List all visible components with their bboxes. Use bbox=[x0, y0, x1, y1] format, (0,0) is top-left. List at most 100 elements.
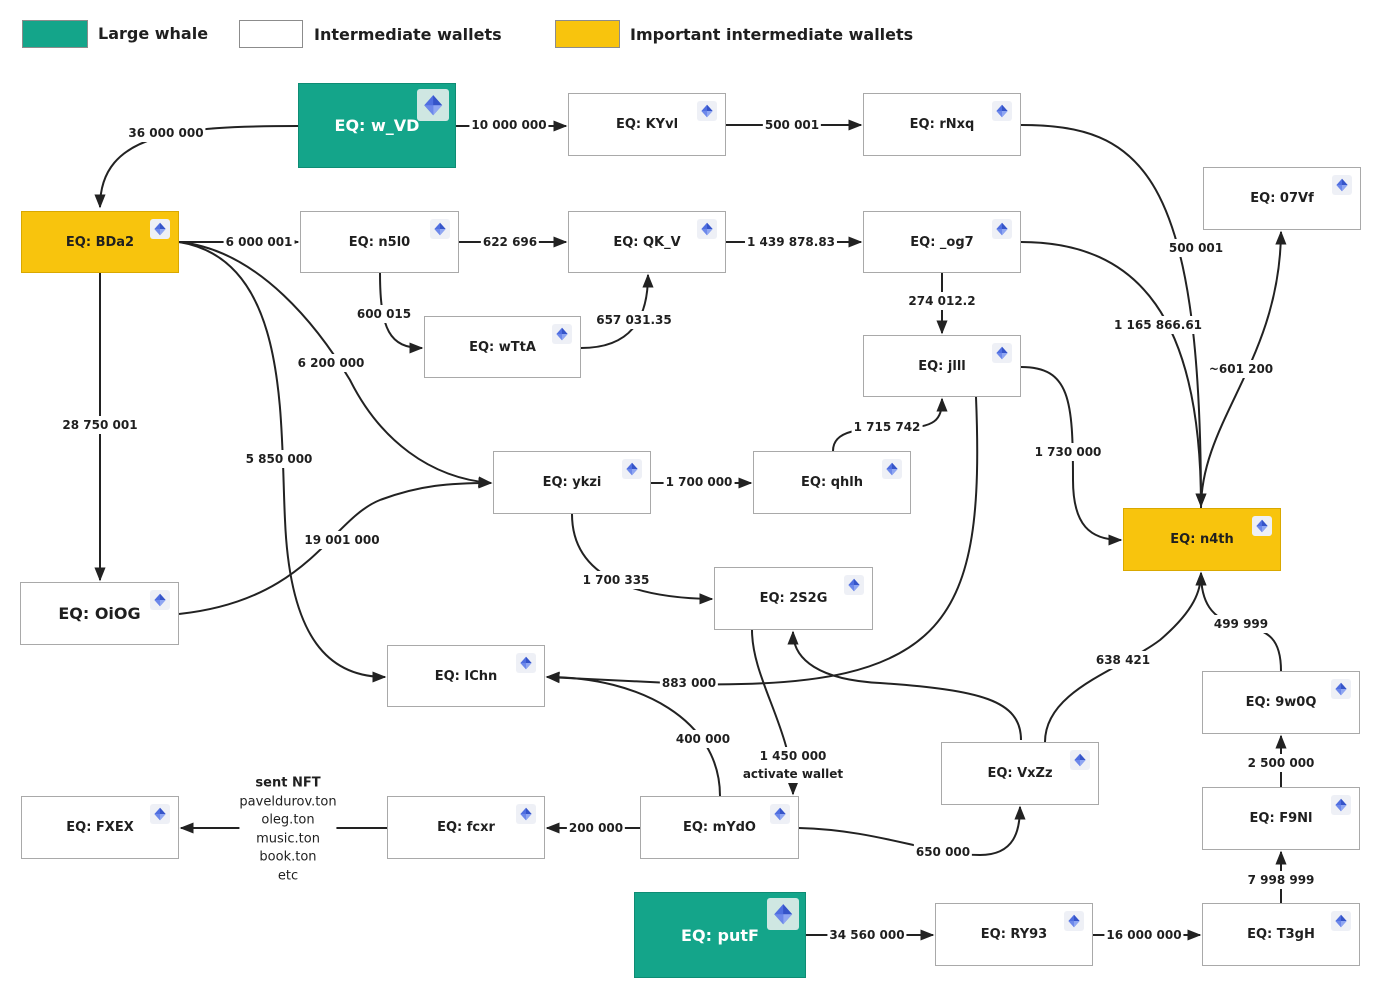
node-label: EQ: n5l0 bbox=[348, 234, 411, 250]
wallet-node-VxZz[interactable]: EQ: VxZz bbox=[941, 742, 1099, 805]
ton-diamond-icon bbox=[882, 459, 902, 479]
wallet-node-mYdO[interactable]: EQ: mYdO bbox=[640, 796, 799, 859]
nft-note-item: book.ton bbox=[259, 849, 317, 865]
node-label: EQ: IChn bbox=[434, 668, 498, 684]
wallet-node-T3gH[interactable]: EQ: T3gH bbox=[1202, 903, 1360, 966]
edge-label-n4th-to-07Vf: ~601 200 bbox=[1206, 360, 1276, 378]
edge-VxZz-to-2S2G bbox=[787, 630, 1022, 741]
wallet-node-KYvl[interactable]: EQ: KYvl bbox=[568, 93, 726, 156]
wallet-node-RY93[interactable]: EQ: RY93 bbox=[935, 903, 1093, 966]
edge-label-T3gH-to-F9Nl: 7 998 999 bbox=[1245, 871, 1317, 889]
wallet-node-2S2G[interactable]: EQ: 2S2G bbox=[714, 567, 873, 630]
edge-OiOG-to-ykzi bbox=[178, 477, 493, 615]
node-label: EQ: qhlh bbox=[801, 475, 863, 490]
wallet-node-n4th[interactable]: EQ: n4th bbox=[1123, 508, 1281, 571]
node-label: EQ: QK_V bbox=[613, 234, 681, 250]
legend-swatch-intermediate bbox=[239, 20, 303, 48]
wallet-node-07Vf[interactable]: EQ: 07Vf bbox=[1203, 167, 1361, 230]
node-label: EQ: wTtA bbox=[469, 339, 536, 355]
ton-diamond-icon bbox=[992, 219, 1012, 239]
edge-label-w_VD-to-BDa2: 36 000 000 bbox=[126, 124, 206, 142]
ton-diamond-icon bbox=[1252, 516, 1272, 536]
node-label: EQ: T3gH bbox=[1247, 927, 1315, 942]
edge-n4th-to-07Vf bbox=[1200, 230, 1287, 509]
wallet-node-OiOG[interactable]: EQ: OiOG bbox=[20, 582, 179, 645]
node-label: EQ: FXEX bbox=[66, 820, 134, 835]
wallet-node-fcxr[interactable]: EQ: fcxr bbox=[387, 796, 545, 859]
edge-label-9w0Q-to-n4th: 499 999 bbox=[1211, 615, 1271, 633]
edge-label-jlll-to-IChn: 883 000 bbox=[659, 674, 719, 692]
edge-label-KYvl-to-rNxq: 500 001 bbox=[762, 116, 822, 134]
edge-mYdO-to-VxZz bbox=[798, 805, 1026, 857]
edge-VxZz-to-n4th bbox=[1044, 571, 1207, 743]
node-label: EQ: fcxr bbox=[437, 820, 495, 835]
wallet-node-BDa2[interactable]: EQ: BDa2 bbox=[21, 211, 179, 273]
wallet-node-QK_V[interactable]: EQ: QK_V bbox=[568, 211, 726, 273]
ton-diamond-icon bbox=[430, 219, 450, 239]
edge-label-rNxq-to-n4th: 500 001 bbox=[1166, 239, 1226, 257]
edge-label-BDa2-to-OiOG: 28 750 001 bbox=[60, 416, 140, 434]
ton-diamond-icon bbox=[1070, 750, 1090, 770]
edge-label-VxZz-to-n4th: 638 421 bbox=[1093, 651, 1153, 669]
node-label: EQ: _og7 bbox=[910, 234, 974, 250]
edge-label-BDa2-to-IChn: 5 850 000 bbox=[243, 450, 315, 468]
edge-label-RY93-to-T3gH: 16 000 000 bbox=[1104, 926, 1184, 944]
edge-label-mYdO-to-fcxr: 200 000 bbox=[566, 819, 626, 837]
edge-label-_og7-to-n4th: 1 165 866.61 bbox=[1111, 316, 1205, 334]
ton-diamond-icon bbox=[516, 804, 536, 824]
edge-mYdO-to-IChn bbox=[545, 671, 721, 797]
edge-label-mYdO-to-IChn: 400 000 bbox=[673, 730, 733, 748]
edge-label-qhlh-to-jlll: 1 715 742 bbox=[851, 418, 923, 436]
ton-diamond-icon bbox=[1331, 795, 1351, 815]
wallet-node-ykzi[interactable]: EQ: ykzi bbox=[493, 451, 651, 514]
ton-diamond-icon bbox=[1331, 911, 1351, 931]
wallet-node-jlll[interactable]: EQ: jlll bbox=[863, 335, 1021, 397]
node-label: EQ: F9Nl bbox=[1249, 811, 1313, 826]
legend-label-important: Important intermediate wallets bbox=[630, 25, 914, 44]
edge-label-mYdO-to-VxZz: 650 000 bbox=[913, 843, 973, 861]
edge-label-wTtA-to-QK_V: 657 031.35 bbox=[594, 311, 674, 329]
wallet-node-F9Nl[interactable]: EQ: F9Nl bbox=[1202, 787, 1360, 850]
node-label: EQ: rNxq bbox=[909, 117, 975, 132]
nft-note-item: paveldurov.ton bbox=[239, 794, 337, 809]
nft-note-heading: sent NFT bbox=[255, 775, 321, 791]
wallet-node-w_VD[interactable]: EQ: w_VD bbox=[298, 83, 456, 168]
wallet-node-IChn[interactable]: EQ: IChn bbox=[387, 645, 545, 707]
wallet-node-9w0Q[interactable]: EQ: 9w0Q bbox=[1202, 671, 1360, 734]
edge-jlll-to-IChn bbox=[545, 396, 979, 686]
ton-diamond-icon bbox=[150, 219, 170, 239]
wallet-node-wTtA[interactable]: EQ: wTtA bbox=[424, 316, 581, 378]
ton-diamond-icon bbox=[767, 898, 799, 930]
ton-diamond-icon bbox=[697, 101, 717, 121]
wallet-node-qhlh[interactable]: EQ: qhlh bbox=[753, 451, 911, 514]
node-label: EQ: jlll bbox=[918, 358, 966, 374]
wallet-node-rNxq[interactable]: EQ: rNxq bbox=[863, 93, 1021, 156]
edge-label-BDa2-to-ykzi: 6 200 000 bbox=[295, 354, 367, 372]
ton-diamond-icon bbox=[1331, 679, 1351, 699]
edge-label-F9Nl-to-9w0Q: 2 500 000 bbox=[1245, 754, 1317, 772]
wallet-node-_og7[interactable]: EQ: _og7 bbox=[863, 211, 1021, 273]
node-label: EQ: w_VD bbox=[334, 116, 420, 135]
ton-diamond-icon bbox=[697, 219, 717, 239]
legend-swatch-large-whale bbox=[22, 20, 88, 48]
edge-label-w_VD-to-KYvl: 10 000 000 bbox=[469, 116, 549, 134]
wallet-node-n5l0[interactable]: EQ: n5l0 bbox=[300, 211, 459, 273]
nft-note-item: oleg.ton bbox=[261, 812, 315, 828]
edge-n5l0-to-wTtA bbox=[379, 272, 424, 354]
nft-note-item: music.ton bbox=[256, 831, 320, 846]
edge-label-OiOG-to-ykzi: 19 001 000 bbox=[302, 531, 382, 549]
node-label: EQ: KYvl bbox=[615, 117, 679, 132]
node-label: EQ: RY93 bbox=[980, 927, 1048, 942]
wallet-node-FXEX[interactable]: EQ: FXEX bbox=[21, 796, 179, 859]
legend-label-large-whale: Large whale bbox=[98, 24, 209, 43]
ton-diamond-icon bbox=[150, 804, 170, 824]
wallet-node-putF[interactable]: EQ: putF bbox=[634, 892, 806, 978]
ton-diamond-icon bbox=[844, 575, 864, 595]
node-label: EQ: 9w0Q bbox=[1245, 695, 1317, 710]
ton-diamond-icon bbox=[992, 343, 1012, 363]
edge-label-_og7-to-jlll: 274 012.2 bbox=[906, 292, 978, 310]
ton-diamond-icon bbox=[1064, 911, 1084, 931]
